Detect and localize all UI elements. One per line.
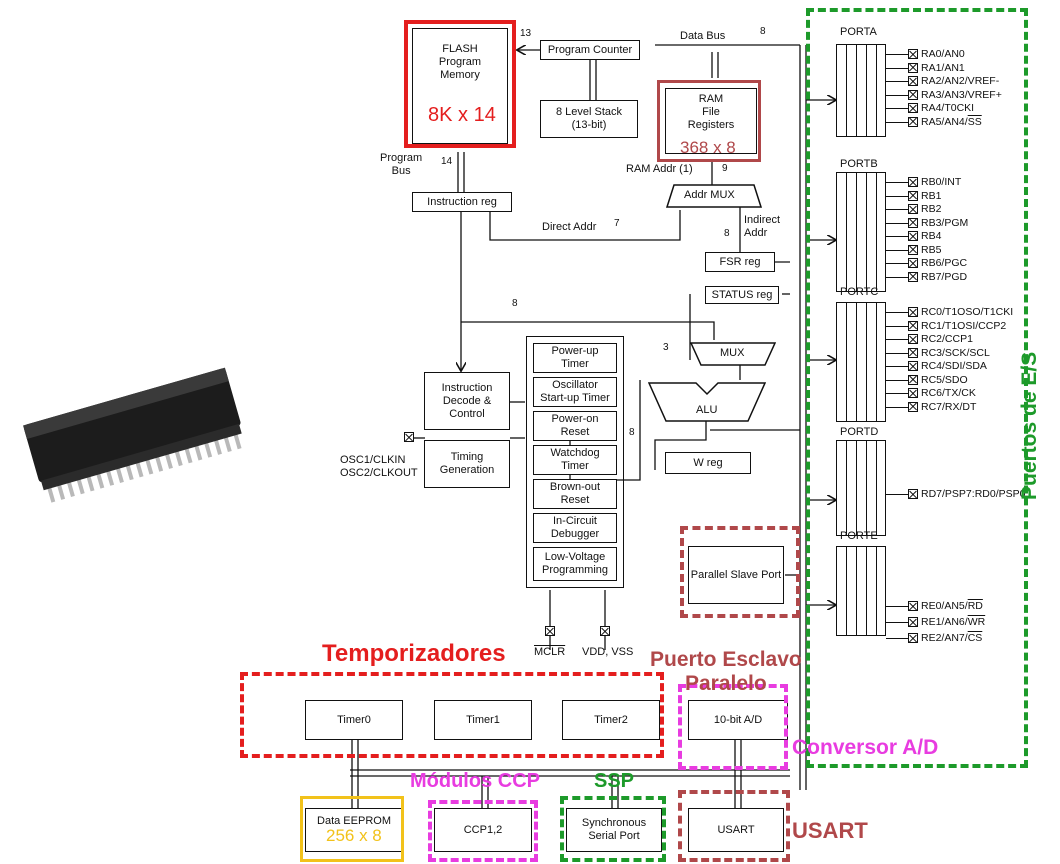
timing-generation-block: Timing Generation [424,440,510,488]
ssp-frame [560,796,666,862]
power-up-timer: Power-up Timer [533,343,617,373]
instruction-reg-block: Instruction reg [412,192,512,212]
program-bus-label: Program Bus [380,152,422,178]
mux-label: MUX [720,347,744,360]
in-circuit-debugger: In-Circuit Debugger [533,513,617,543]
conversor-label: Conversor A/D [792,736,938,760]
w-reg-block: W reg [665,452,751,474]
vdd-vss-label: VDD, VSS [582,646,633,659]
bus-width-9: 9 [722,163,728,174]
oscillator-startup-timer: Oscillator Start-up Timer [533,377,617,407]
fsr-reg-block: FSR reg [705,252,775,272]
eeprom-highlight-frame [300,796,404,862]
status-reg-label: STATUS reg [712,289,773,302]
power-on-reset: Power-on Reset [533,411,617,441]
usart-annotation-label: USART [792,818,868,844]
temporizadores-frame [240,672,664,758]
vdd-pin-icon [600,626,610,636]
low-voltage-programming: Low-Voltage Programming [533,547,617,581]
instruction-decode-block: Instruction Decode & Control [424,372,510,430]
power-up-timer-label: Power-up Timer [551,345,598,371]
ssp-annotation-label: SSP [594,770,634,793]
program-counter-block: Program Counter [540,40,640,60]
brown-out-reset-label: Brown-out Reset [550,481,600,507]
puertos-label: Puertos de E/S [1018,352,1042,500]
usart-frame [678,790,790,862]
alu-label: ALU [696,404,717,417]
brown-out-reset: Brown-out Reset [533,479,617,509]
oscillator-pins-label: OSC1/CLKIN OSC2/CLKOUT [340,454,418,480]
fsr-reg-label: FSR reg [720,256,761,269]
puerto-esclavo-frame [680,526,800,618]
program-counter-label: Program Counter [548,44,632,57]
temporizadores-label: Temporizadores [322,640,506,668]
oscillator-timer-label: Oscillator Start-up Timer [540,379,610,405]
modulos-ccp-frame [428,800,538,862]
bus-width-13: 13 [520,28,531,39]
status-reg-block: STATUS reg [705,286,779,304]
puerto-esclavo-label: Puerto Esclavo Paralelo [650,648,802,696]
conversor-frame [678,684,788,770]
lvp-label: Low-Voltage Programming [542,551,608,577]
bus-width-8-indirect: 8 [724,228,730,239]
indirect-addr-label: Indirect Addr [744,214,780,240]
bus-width-7: 7 [614,218,620,229]
reset-timer-column: Power-up Timer Oscillator Start-up Timer… [526,336,624,588]
ram-addr-label: RAM Addr (1) [626,163,693,176]
modulos-ccp-label: Módulos CCP [410,770,540,793]
puertos-es-frame [806,8,1028,768]
direct-addr-label: Direct Addr [542,221,596,234]
instruction-reg-label: Instruction reg [427,196,497,209]
bus-width-8-internal: 8 [512,298,518,309]
stack-label: 8 Level Stack (13-bit) [556,106,622,132]
stack-block: 8 Level Stack (13-bit) [540,100,638,138]
timing-generation-label: Timing Generation [440,451,494,477]
data-bus-label: Data Bus [680,30,725,43]
flash-highlight-frame [404,20,516,148]
mclr-label: MCLR [534,646,565,659]
instruction-decode-label: Instruction Decode & Control [442,382,493,421]
watchdog-timer-label: Watchdog Timer [550,447,599,473]
icd-label: In-Circuit Debugger [551,515,599,541]
power-on-reset-label: Power-on Reset [551,413,598,439]
bus-width-8-databus: 8 [760,26,766,37]
bus-width-8-alu: 8 [629,427,635,438]
addr-mux-label: Addr MUX [684,189,735,202]
w-reg-label: W reg [693,457,722,470]
bus-width-14: 14 [441,156,452,167]
watchdog-timer: Watchdog Timer [533,445,617,475]
ram-highlight-frame [657,80,761,162]
osc-pin-icon [404,432,414,442]
bus-width-3: 3 [663,342,669,353]
mclr-pin-icon [545,626,555,636]
